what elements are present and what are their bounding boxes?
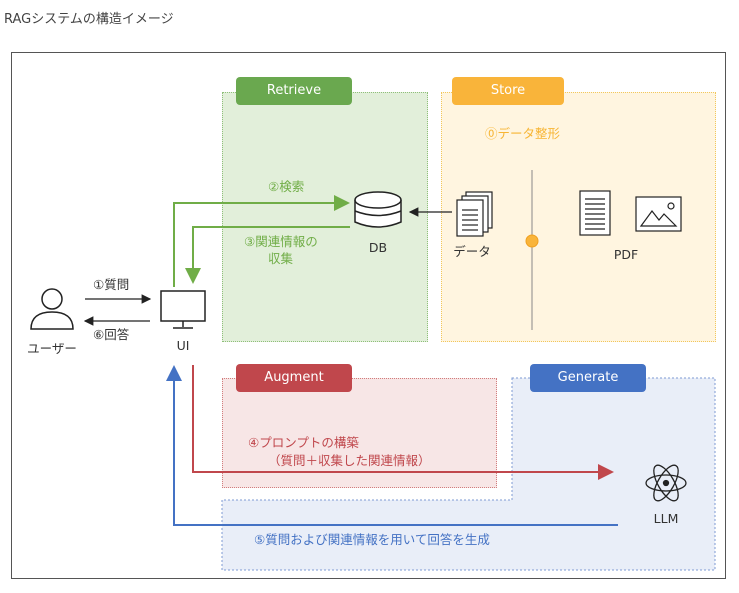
user-label: ユーザー bbox=[27, 341, 77, 356]
pdf-label: PDF bbox=[613, 247, 639, 262]
step-5-label: ⑤質問および関連情報を用いて回答を生成 bbox=[254, 532, 490, 547]
llm-label: LLM bbox=[653, 511, 679, 526]
atom-icon bbox=[645, 464, 687, 502]
data-label: データ bbox=[453, 244, 491, 259]
prompt-arrow bbox=[192, 365, 614, 480]
collect-arrow bbox=[185, 226, 350, 284]
monitor-icon bbox=[160, 290, 206, 329]
search-arrow bbox=[173, 195, 350, 287]
ui-label: UI bbox=[176, 338, 190, 353]
documents-icon bbox=[456, 191, 493, 237]
retrieve-label: Retrieve bbox=[236, 77, 352, 105]
step-3-label-line2: 収集 bbox=[268, 251, 294, 266]
store-label: Store bbox=[452, 77, 564, 105]
step-1-label: ①質問 bbox=[93, 277, 130, 292]
database-icon bbox=[354, 191, 402, 228]
augment-zone bbox=[222, 378, 497, 488]
step-4-label-line2: （質問＋収集した関連情報） bbox=[268, 453, 431, 468]
store-divider-dot bbox=[525, 234, 539, 248]
page-title: RAGシステムの構造イメージ bbox=[4, 12, 174, 27]
step-6-label: ⑥回答 bbox=[93, 327, 130, 342]
step-2-label: ②検索 bbox=[268, 179, 305, 194]
image-icon bbox=[635, 196, 682, 232]
user-icon bbox=[30, 288, 74, 330]
step-3-label-line1: ③関連情報の bbox=[244, 234, 318, 249]
step-4-label-line1: ④プロンプトの構築 bbox=[248, 435, 359, 450]
generate-label: Generate bbox=[530, 364, 646, 392]
diagram-frame bbox=[11, 52, 726, 579]
db-label: DB bbox=[368, 240, 388, 255]
step-0-label: ⓪データ整形 bbox=[485, 126, 561, 141]
augment-label: Augment bbox=[236, 364, 352, 392]
generate-arrow bbox=[166, 365, 618, 526]
pdf-document-icon bbox=[579, 190, 611, 236]
